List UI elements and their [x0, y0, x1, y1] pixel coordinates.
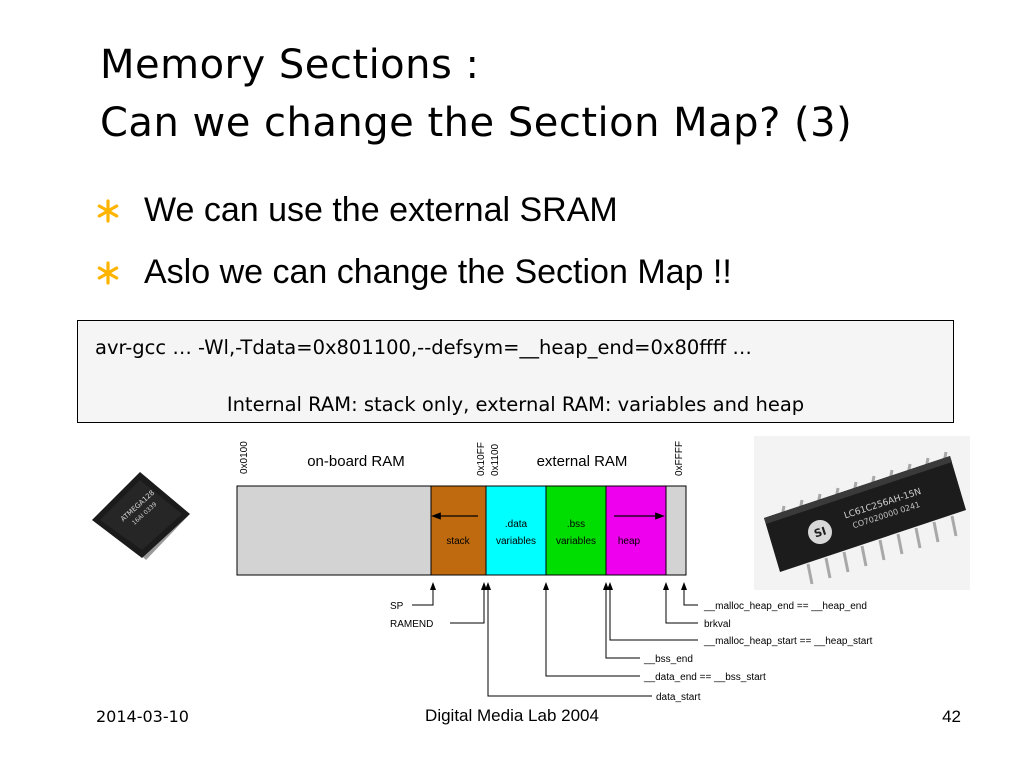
command-box: avr-gcc … -Wl,-Tdata=0x801100,--defsym=_… — [77, 320, 954, 423]
command-note: Internal RAM: stack only, external RAM: … — [226, 393, 805, 416]
addr-0x1100: 0x1100 — [490, 443, 501, 476]
sram-chip-image: SI LC61C256AH-15N CO7020000 0241 — [754, 436, 970, 590]
free-segment — [665, 485, 687, 576]
heap-segment — [605, 485, 667, 576]
heap-label: heap — [618, 536, 641, 547]
chip-body — [764, 456, 966, 572]
onboard-ram-label: on-board RAM — [307, 453, 405, 470]
data-variables-label: variables — [496, 536, 536, 547]
bullet-text: We can use the external SRAM — [144, 191, 618, 229]
atmega128-chip-image: ATMEGA128 16AI 0339 — [92, 472, 190, 560]
si-logo-icon — [808, 520, 832, 544]
title-line-1: Memory Sections : — [100, 42, 480, 88]
onboard-ram-segment — [236, 485, 432, 576]
data-segment — [485, 485, 547, 576]
sp-label: SP — [390, 601, 404, 612]
bss-label: .bss — [567, 519, 585, 530]
bullet-text: Aslo we can change the Section Map !! — [144, 253, 732, 291]
addr-0x10ff: 0x10FF — [476, 442, 487, 476]
bss-end-label: __bss_end — [643, 654, 693, 665]
data-start-label: data_start — [656, 692, 701, 703]
asterisk-bullet-icon — [97, 199, 119, 223]
bullet-item: We can use the external SRAM — [96, 190, 732, 230]
footer-date: 2014-03-10 — [96, 707, 189, 726]
slide-title: Memory Sections : Can we change the Sect… — [100, 36, 852, 152]
addr-0xffff: 0xFFFF — [674, 441, 685, 476]
footer-lab-name: Digital Media Lab 2004 — [425, 706, 599, 725]
external-ram-label: external RAM — [537, 453, 628, 470]
title-line-2: Can we change the Section Map? (3) — [100, 100, 853, 146]
memory-map-diagram: 0x0100 0x10FF 0x1100 0xFFFF on-board RAM… — [236, 441, 873, 703]
ramend-label: RAMEND — [390, 619, 433, 630]
malloc-heap-end-label: __malloc_heap_end == __heap_end — [703, 601, 867, 612]
stack-label: stack — [446, 536, 470, 547]
bullet-item: Aslo we can change the Section Map !! — [96, 252, 732, 292]
bss-segment — [545, 485, 607, 576]
bss-variables-label: variables — [556, 536, 596, 547]
stack-segment — [430, 485, 487, 576]
page-number: 42 — [942, 707, 961, 726]
malloc-heap-start-label: __malloc_heap_start == __heap_start — [703, 636, 873, 647]
asterisk-bullet-icon — [97, 261, 119, 285]
bullet-list: We can use the external SRAM Aslo we can… — [96, 190, 732, 314]
data-end-label: __data_end == __bss_start — [643, 672, 766, 683]
addr-0x0100: 0x0100 — [239, 441, 250, 474]
data-label: .data — [505, 519, 528, 530]
brkval-label: brkval — [704, 619, 731, 630]
svg-text:SI: SI — [812, 524, 827, 540]
gcc-command: avr-gcc … -Wl,-Tdata=0x801100,--defsym=_… — [95, 336, 752, 359]
